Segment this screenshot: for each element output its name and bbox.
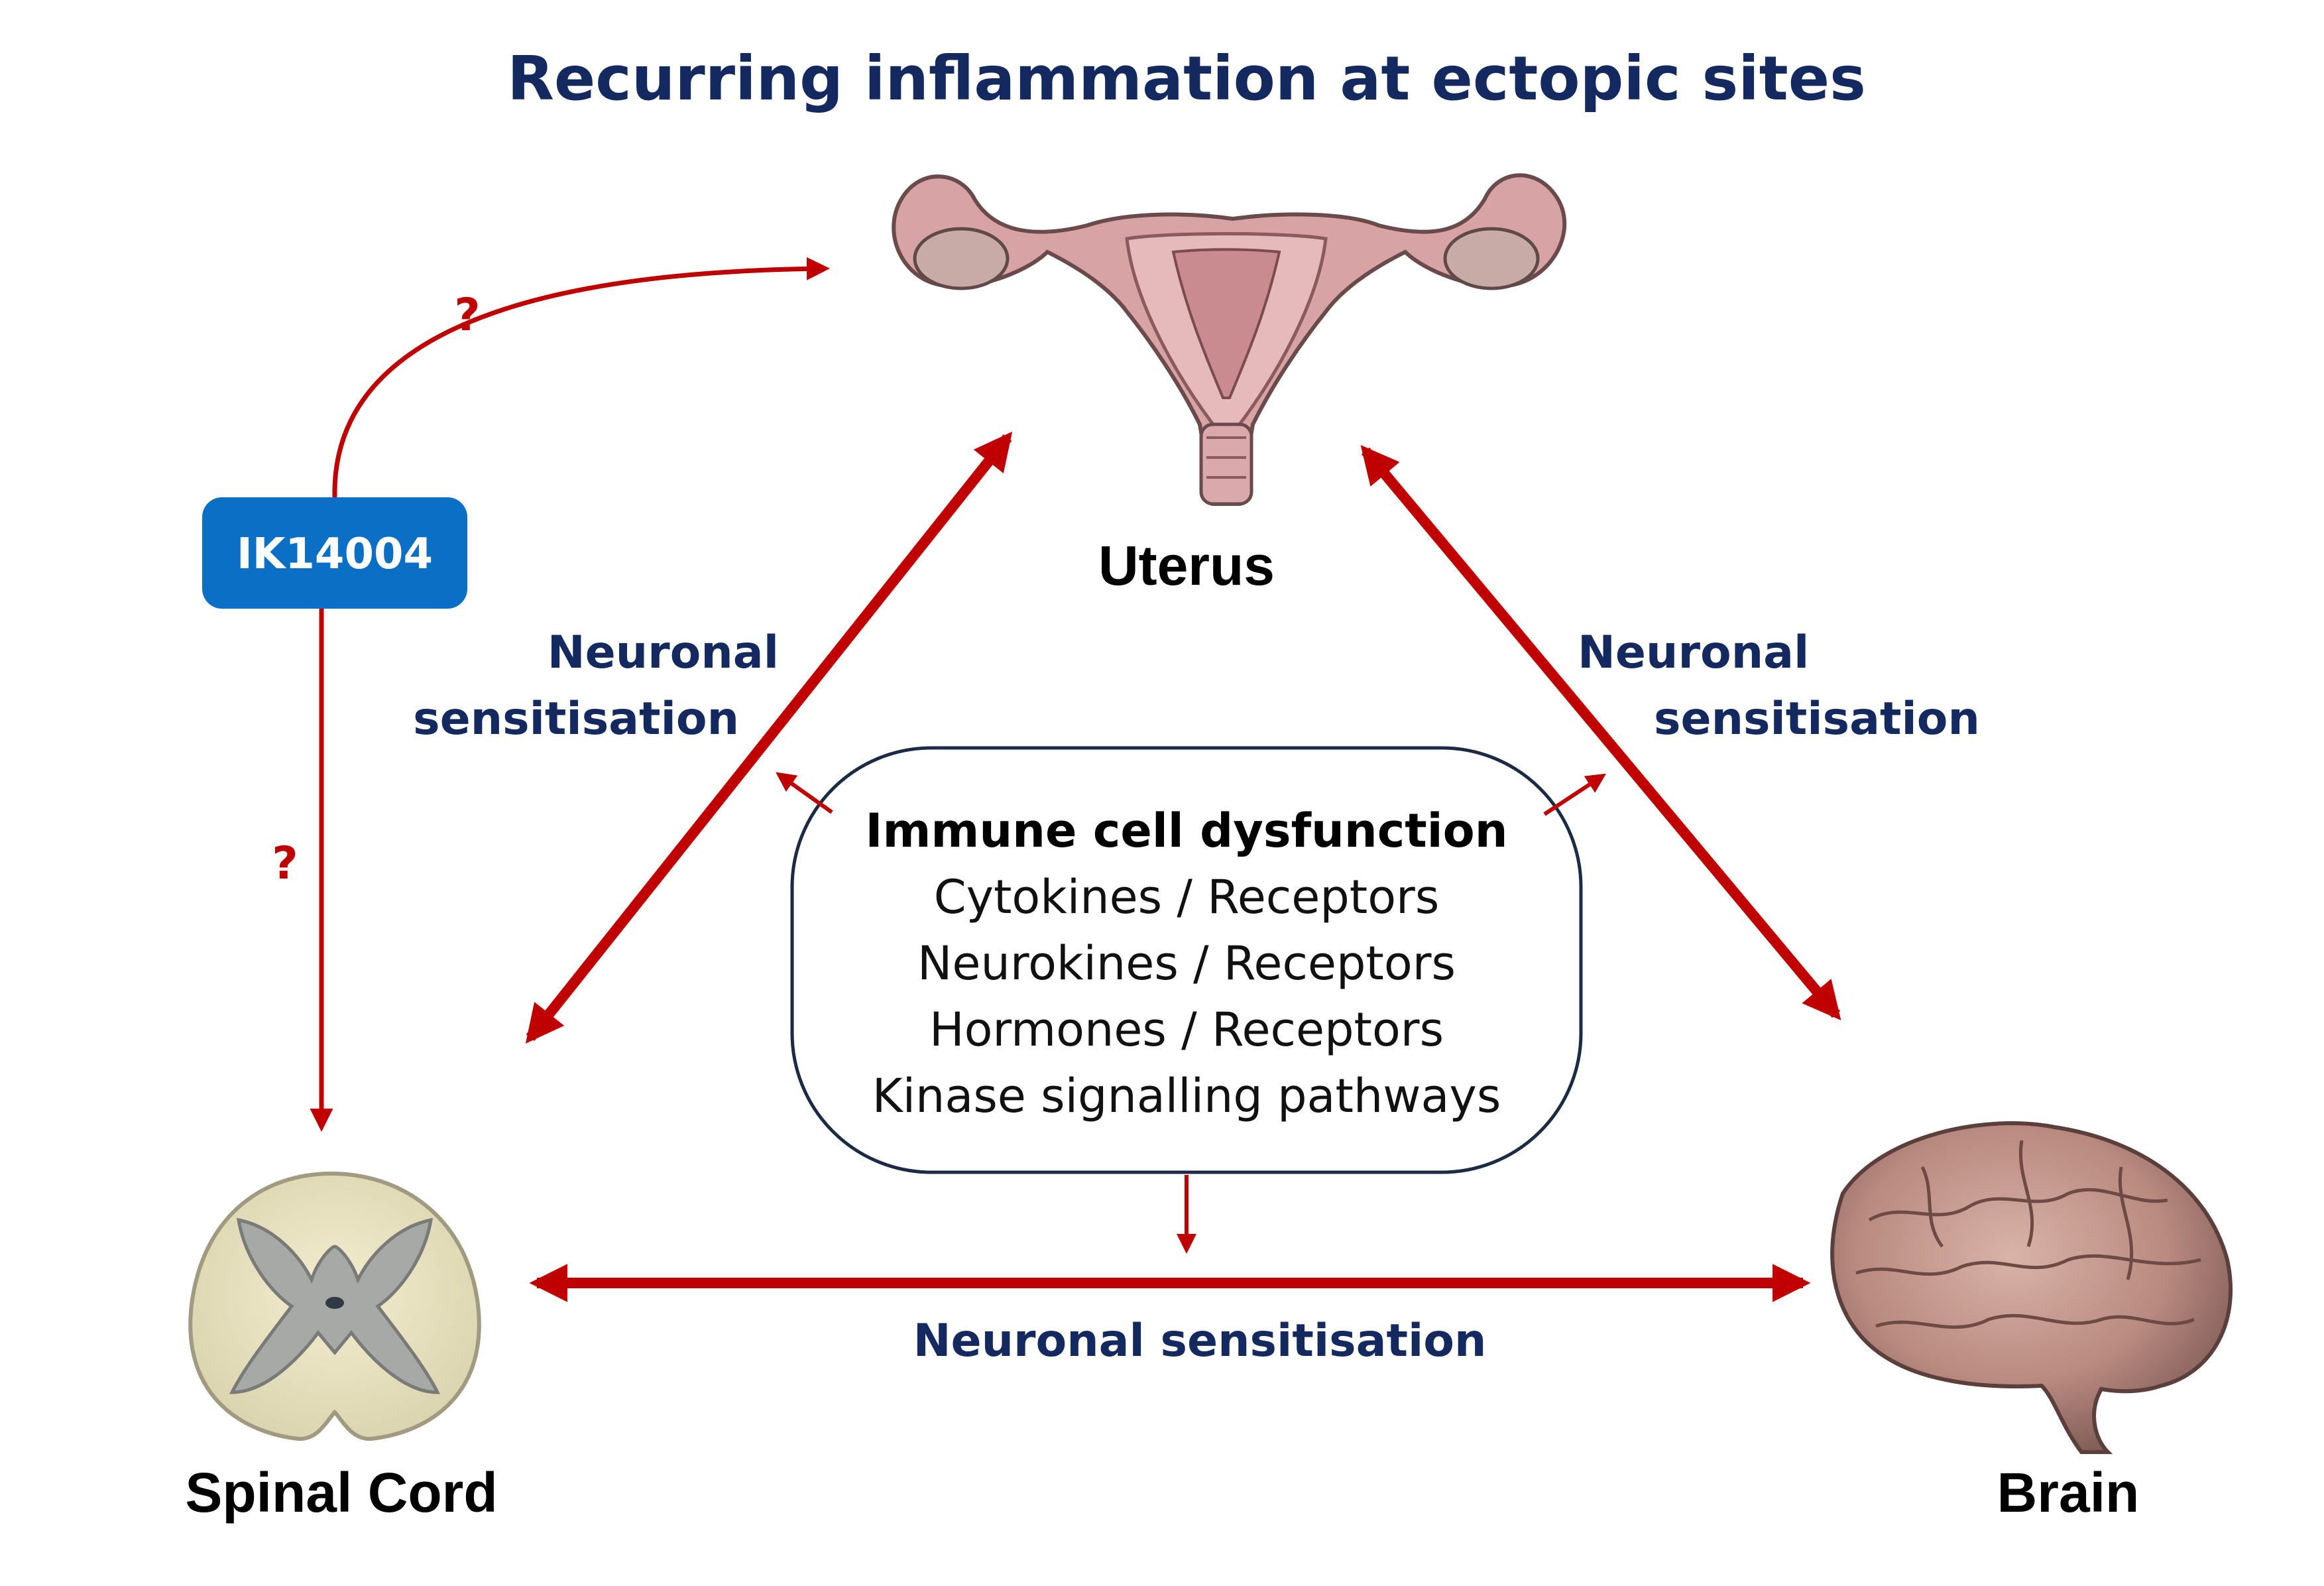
arrow-spinal-uterus [525, 431, 1013, 1044]
drug-badge [202, 497, 467, 609]
immune-box-line: Kinase signalling pathways [872, 1069, 1501, 1123]
spinal-cord-illustration-icon [188, 1171, 481, 1441]
arrow-drug-uterus [332, 257, 830, 498]
page-title: Recurring inflammation at ectopic sites [507, 43, 1866, 114]
unknown-effect-uterus: ? [454, 289, 480, 341]
brain-label: Brain [1997, 1461, 2140, 1524]
sensitisation-right-line1: Neuronal [1578, 627, 1809, 679]
spinal-cord-label: Spinal Cord [185, 1461, 497, 1524]
unknown-effect-spinal: ? [272, 837, 298, 890]
drug-name: IK14004 [237, 530, 433, 579]
uterus-label: Uterus [1098, 534, 1275, 597]
immune-box-heading: Immune cell dysfunction [865, 804, 1507, 858]
sensitisation-left-line2: sensitisation [413, 693, 739, 745]
immune-box-line: Cytokines / Receptors [934, 870, 1440, 924]
immune-box-line: Hormones / Receptors [929, 1003, 1444, 1057]
brain-illustration-icon [1830, 1121, 2233, 1454]
immune-box [790, 746, 1583, 1174]
sensitisation-right-line2: sensitisation [1654, 693, 1980, 745]
sensitisation-left-line1: Neuronal [548, 627, 779, 679]
uterus-illustration-icon [892, 173, 1567, 506]
arrow-uterus-brain [1360, 445, 1841, 1020]
sensitisation-bottom: Neuronal sensitisation [913, 1315, 1487, 1367]
arrow-box-right [1543, 773, 1607, 816]
immune-box-line: Neurokines / Receptors [917, 936, 1456, 991]
arrow-box-left [776, 772, 833, 814]
